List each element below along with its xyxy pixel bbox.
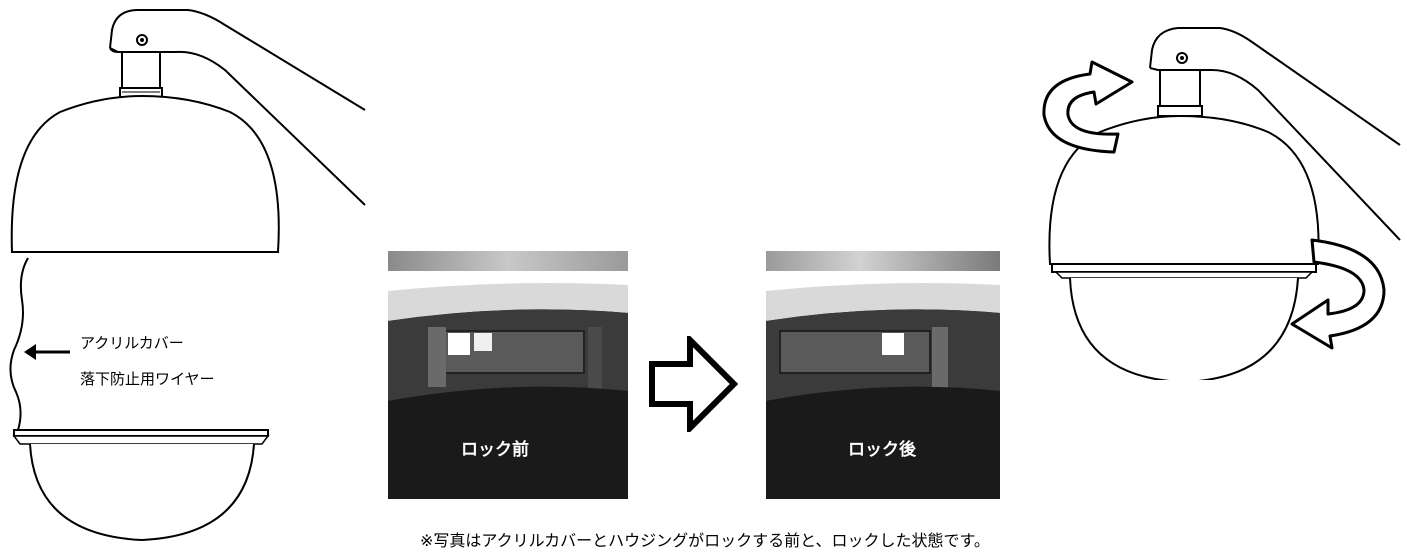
photo-after-lock: ロック後 — [766, 251, 1000, 499]
wire-label-line2: 落下防止用ワイヤー — [80, 370, 215, 388]
rotate-arrow-top-icon — [1042, 60, 1134, 154]
arrow-left-icon — [24, 344, 36, 360]
photo-caption-before: ロック前 — [461, 440, 529, 460]
acrylic-cover — [29, 443, 255, 542]
neck — [121, 51, 161, 91]
safety-wire — [9, 257, 29, 431]
transition-arrow-icon — [648, 336, 738, 432]
photo-note: ※写真はアクリルカバーとハウジングがロックする前と、ロックした状態です。 — [420, 531, 990, 550]
mount-arm — [109, 9, 366, 111]
housing — [10, 94, 280, 253]
camera-separated-illustration — [0, 0, 380, 553]
photo-caption-after: ロック後 — [848, 440, 916, 460]
housing-right — [1048, 114, 1320, 265]
rotate-arrow-bottom-icon — [1290, 238, 1386, 350]
camera-rotate-illustration — [1030, 0, 1407, 380]
acrylic-cover-rim — [13, 429, 269, 437]
mount-arm-lower — [109, 47, 366, 206]
wire-label-line1: アクリルカバー — [80, 334, 184, 352]
photo-before-lock: ロック前 — [388, 251, 628, 499]
